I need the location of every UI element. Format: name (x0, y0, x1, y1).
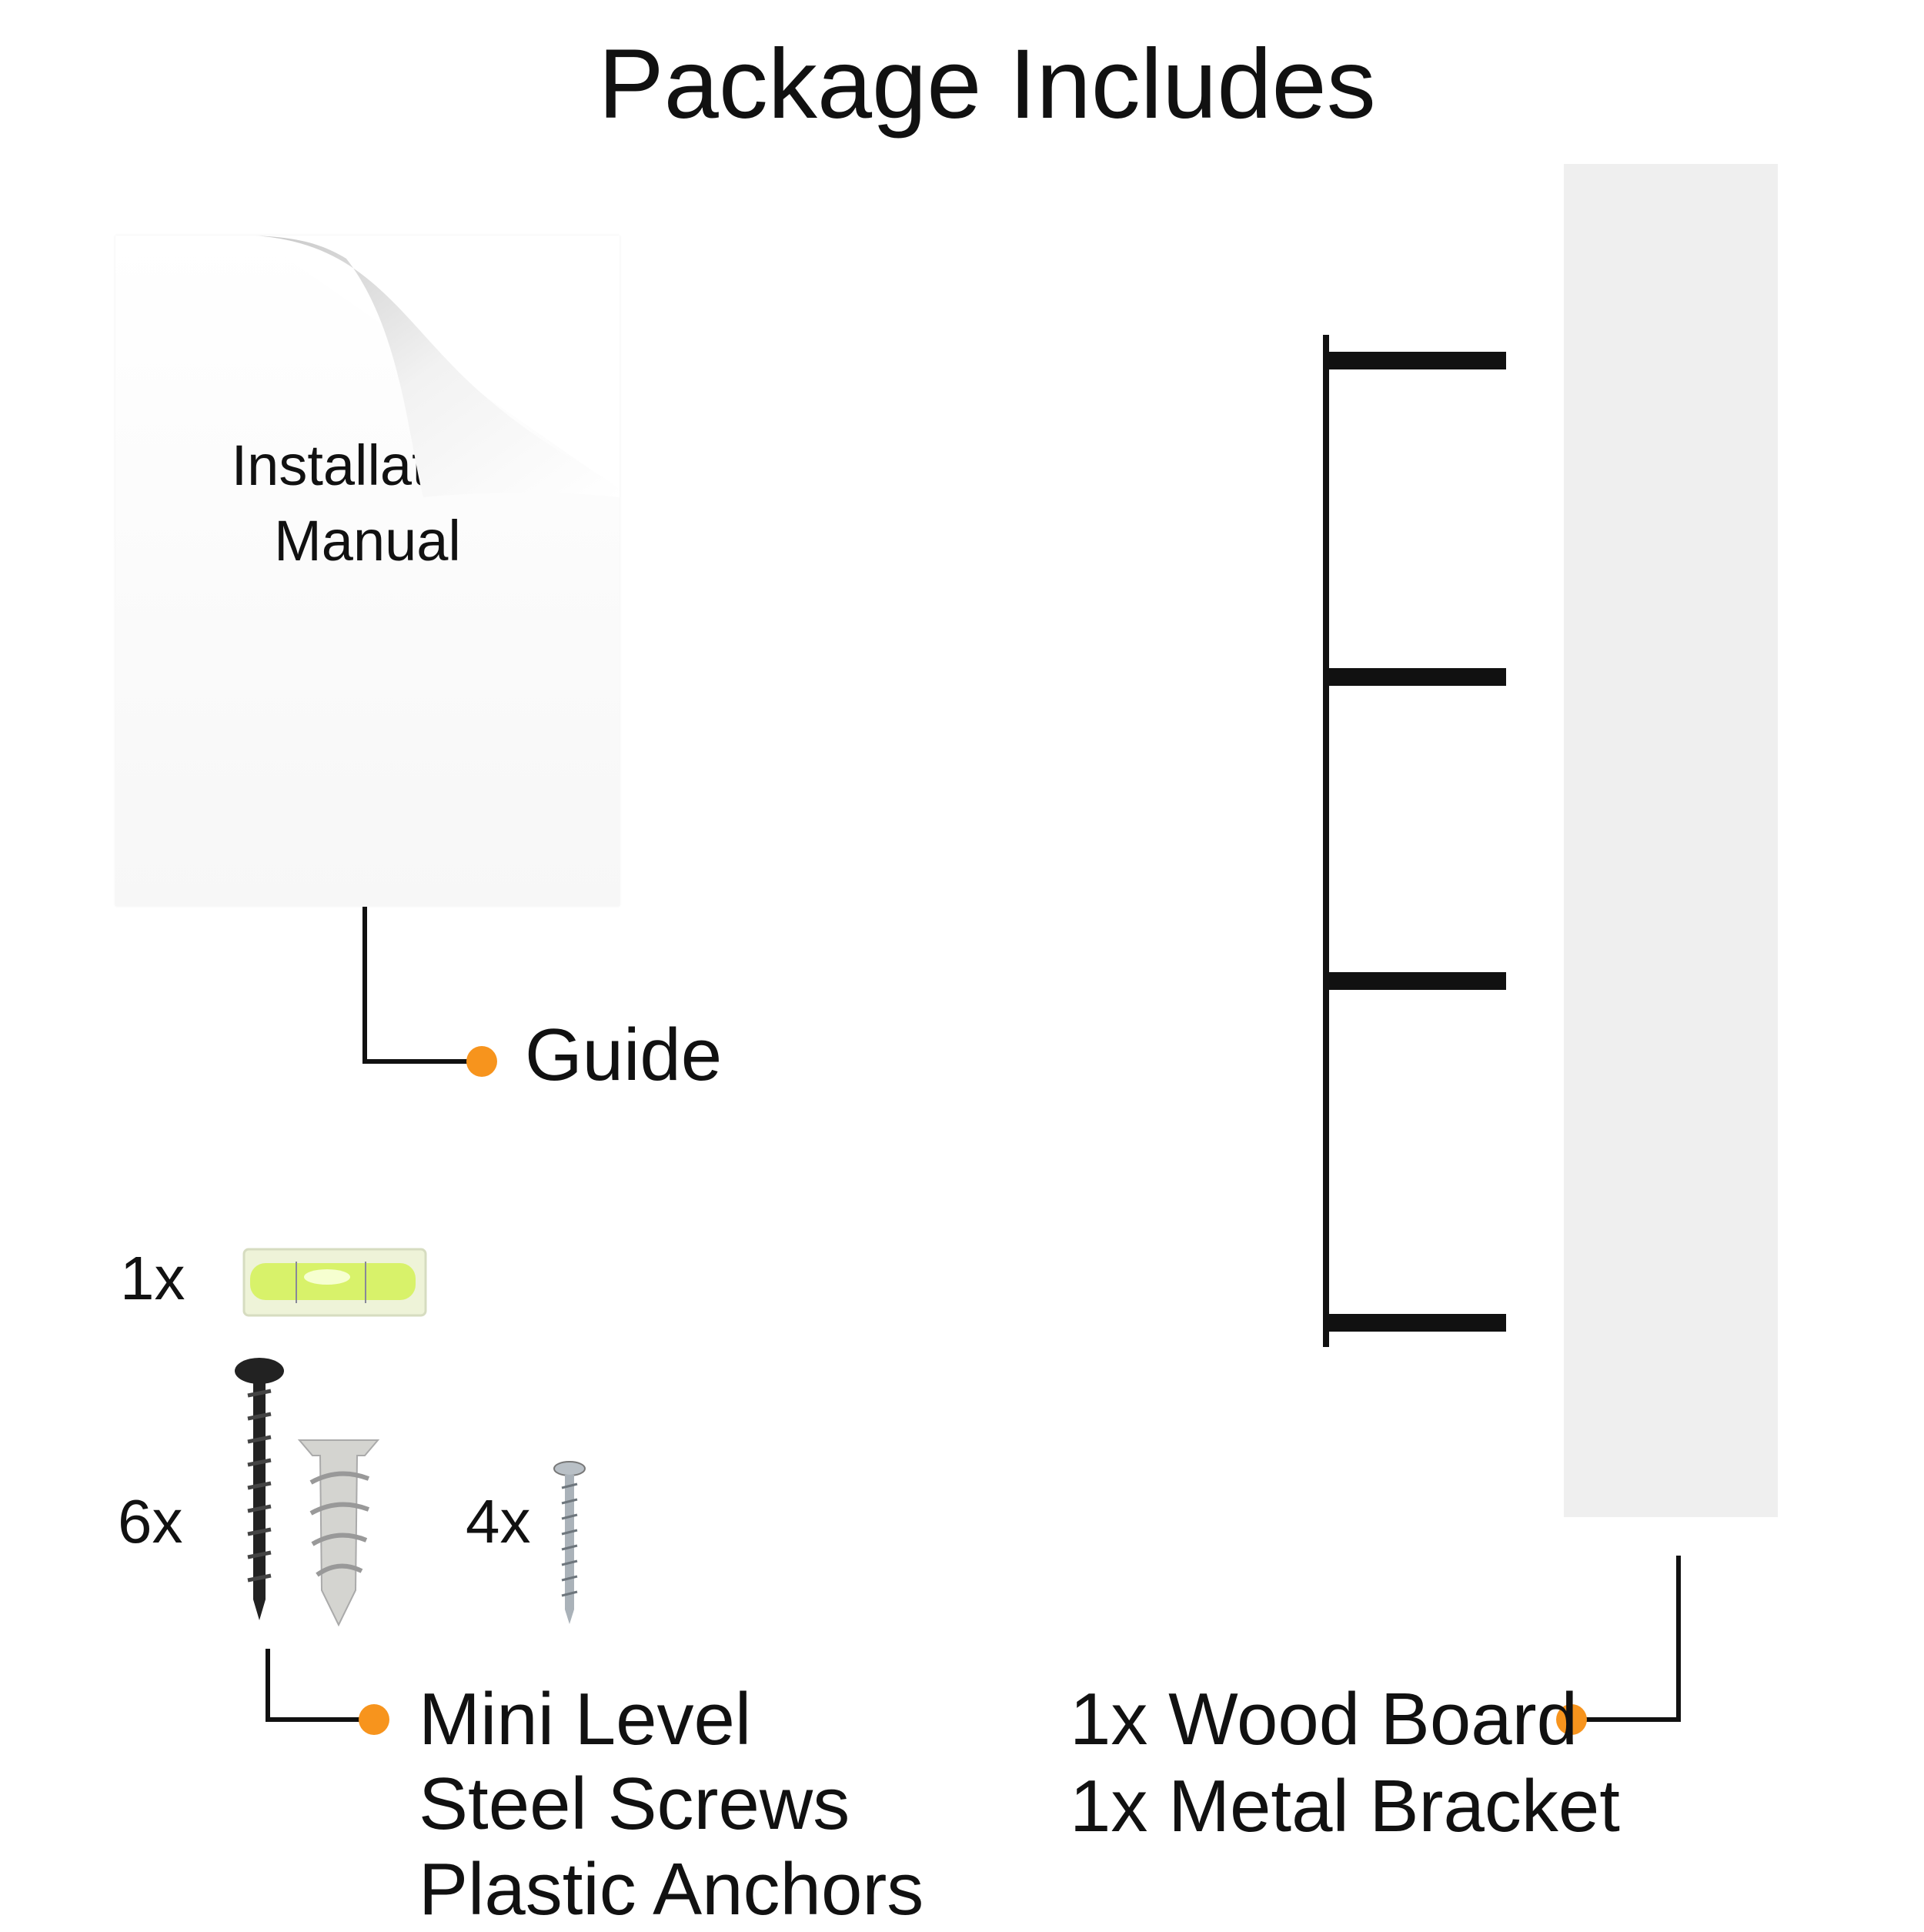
hardware-label-anchors: Plastic Anchors (419, 1848, 924, 1930)
hardware-connector-vertical (266, 1649, 270, 1722)
small-screw-icon (553, 1461, 586, 1624)
hardware-dot-icon (359, 1704, 389, 1735)
metal-bracket-label: 1x Metal Bracket (1070, 1765, 1620, 1847)
bracket-arm (1323, 972, 1506, 990)
bracket-arm (1323, 352, 1506, 369)
wood-board-image (1564, 164, 1778, 1517)
board-connector-vertical (1676, 1556, 1681, 1722)
guide-label: Guide (525, 1014, 723, 1096)
guide-connector-vertical (362, 907, 367, 1064)
level-quantity: 1x (120, 1244, 185, 1312)
guide-connector-horizontal (362, 1059, 470, 1064)
wood-board-label: 1x Wood Board (1070, 1678, 1578, 1760)
board-connector-horizontal (1582, 1717, 1681, 1722)
bracket-spine (1323, 335, 1329, 1347)
screws-quantity: 6x (118, 1487, 183, 1556)
black-screw-icon (235, 1358, 284, 1620)
mini-level-icon (242, 1248, 427, 1317)
bracket-arm (1323, 668, 1506, 686)
page-curl-icon (254, 236, 620, 497)
plastic-anchor-icon (297, 1439, 380, 1627)
bracket-arm (1323, 1314, 1506, 1332)
board-dot-icon (1556, 1704, 1587, 1735)
installation-manual-image: Installation Manual (115, 236, 620, 906)
guide-dot-icon (466, 1046, 497, 1077)
page-title: Package Includes (598, 29, 1376, 139)
small-screws-quantity: 4x (466, 1487, 531, 1556)
hardware-label-level: Mini Level (419, 1678, 752, 1760)
hardware-connector-horizontal (266, 1717, 362, 1722)
hardware-label-screws: Steel Screws (419, 1763, 850, 1845)
